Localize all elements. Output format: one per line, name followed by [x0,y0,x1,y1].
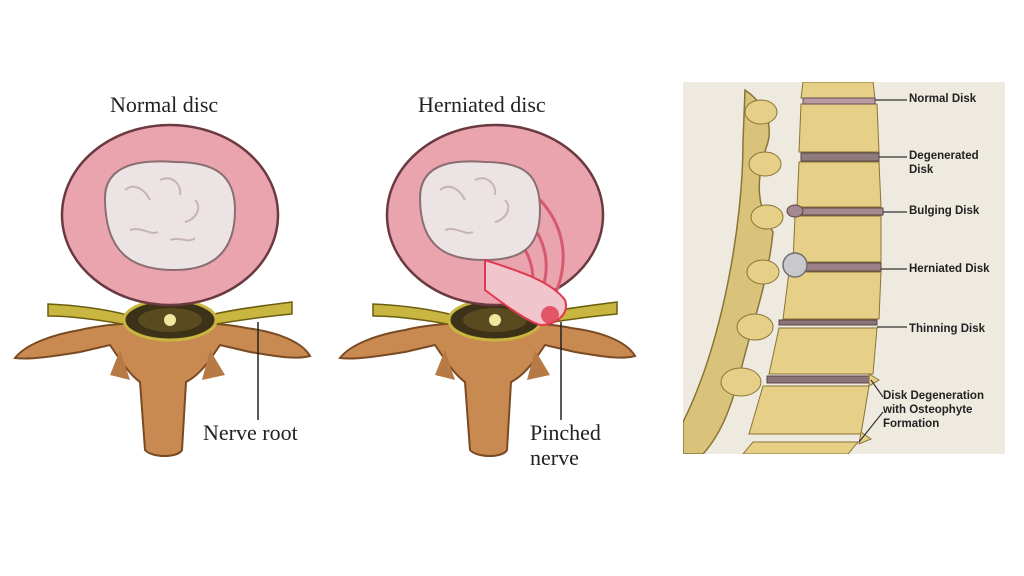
nerve-root-left [372,303,454,326]
nerve-root-leader-line [257,322,259,420]
vertebra-body [800,82,876,99]
vertebra-body [798,103,880,153]
normal-disk [802,97,876,105]
vertebra-body [792,215,882,263]
normal-disc-illustration [13,123,312,457]
herniated-disc-illustration [338,123,637,457]
vertebra-bone [13,321,312,457]
bulging-disk [794,207,884,216]
label-normal-disk: Normal Disk [909,93,977,105]
nerve-root-label: Nerve root [203,420,298,445]
spine-illustration [683,82,907,454]
label-degenerated-disk: Degenerated Disk [909,150,979,176]
spine-degeneration-panel: Normal Disk Degenerated Disk Bulging Dis… [683,82,1005,454]
pinched-nerve-leader-line [560,322,562,420]
pinched-nerve-label: Pinched nerve [530,420,601,470]
osteophyte-disk [766,375,872,384]
vertebra-body [782,271,882,320]
vertebra-body [748,385,870,435]
label-herniated-disk: Herniated Disk [909,263,990,275]
thinning-disk [778,319,878,326]
disc-nucleus [418,160,542,262]
degenerated-disk [800,152,880,162]
label-bulging-disk: Bulging Disk [909,205,980,217]
nerve-root-left [47,303,129,326]
vertebra-body [768,327,878,375]
nerve-root-right [209,301,293,326]
label-osteophyte-disk: Disk Degeneration with Osteophyte Format… [883,390,984,430]
herniated-disc-title: Herniated disc [418,92,546,117]
vertebra-bone [338,321,637,457]
vertebra-body [796,161,882,208]
label-thinning-disk: Thinning Disk [909,323,986,335]
normal-disc-title: Normal disc [110,92,219,117]
